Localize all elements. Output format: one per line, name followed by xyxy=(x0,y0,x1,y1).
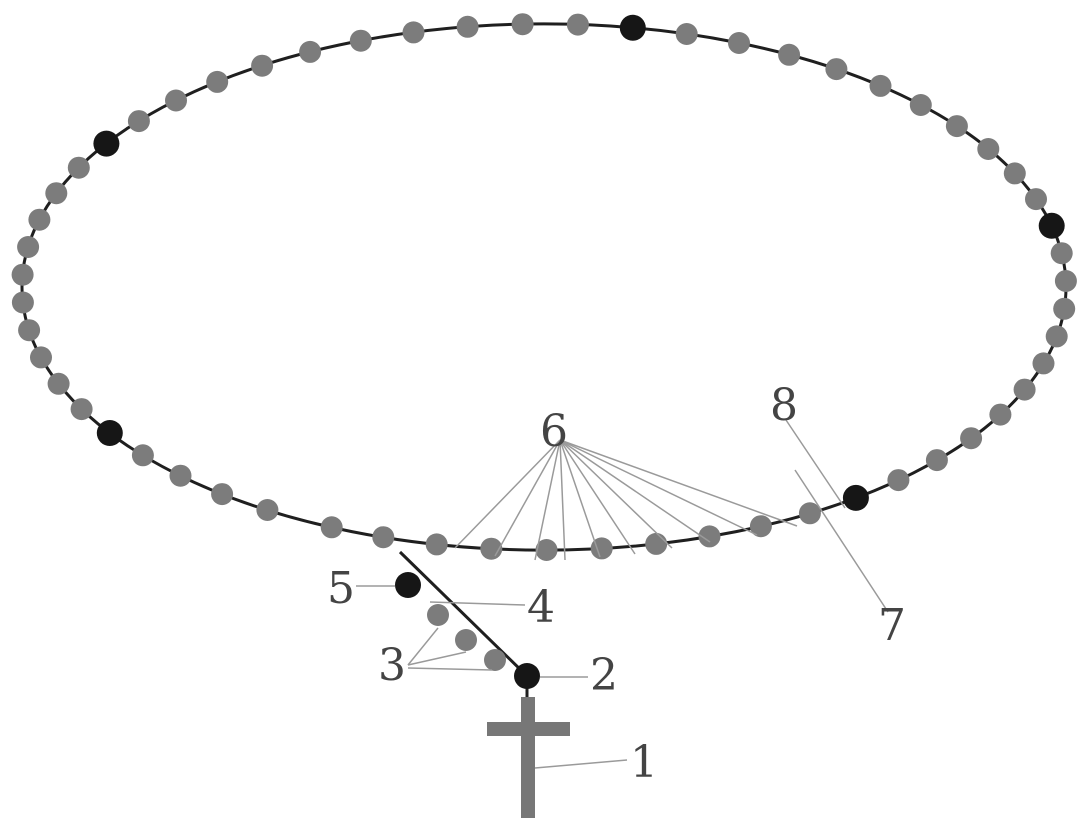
label-small-beads: 3 xyxy=(378,640,406,691)
pendant-large-bead-upper xyxy=(395,572,421,598)
leader-lines xyxy=(356,420,888,768)
label-decade-beads: 6 xyxy=(540,406,568,457)
label-large-bead-upper: 5 xyxy=(327,563,355,614)
loop-small-bead xyxy=(1053,298,1075,320)
loop-small-bead xyxy=(1051,242,1073,264)
loop-small-bead xyxy=(12,292,34,314)
loop-small-bead xyxy=(1046,325,1068,347)
pendant-large-bead-lower xyxy=(514,663,540,689)
loop-small-bead xyxy=(68,157,90,179)
loop-small-bead xyxy=(567,14,589,36)
loop-small-bead xyxy=(170,465,192,487)
leader-decade-bead xyxy=(560,440,565,560)
loop-small-bead xyxy=(211,483,233,505)
cross-icon xyxy=(487,697,570,818)
loop-small-bead xyxy=(403,21,425,43)
loop-small-bead xyxy=(372,526,394,548)
loop-small-bead xyxy=(1004,162,1026,184)
label-thread: 7 xyxy=(878,600,906,651)
rosary-loop xyxy=(12,13,1077,561)
leader-decade-bead xyxy=(560,440,757,535)
loop-small-bead xyxy=(18,319,40,341)
loop-small-bead xyxy=(48,373,70,395)
loop-small-bead xyxy=(71,398,93,420)
loop-small-bead xyxy=(165,90,187,112)
loop-small-bead xyxy=(45,182,67,204)
loop-small-bead xyxy=(1014,379,1036,401)
loop-small-bead xyxy=(1055,270,1077,292)
loop-small-bead xyxy=(825,58,847,80)
label-large-bead-lower: 2 xyxy=(590,650,618,701)
loop-small-bead xyxy=(206,71,228,93)
loop-small-bead xyxy=(251,55,273,77)
loop-small-bead xyxy=(512,13,534,35)
label-center-junction: 4 xyxy=(527,582,555,633)
leader-decade-bead xyxy=(560,440,600,557)
loop-small-bead xyxy=(12,264,34,286)
loop-large-bead xyxy=(843,485,869,511)
loop-small-bead xyxy=(728,32,750,54)
loop-large-bead xyxy=(93,131,119,157)
leader-decade-bead xyxy=(495,440,560,556)
leader-decade-bead xyxy=(560,440,672,548)
pendant-beads xyxy=(395,572,540,689)
leader-large-bead-loop xyxy=(786,420,845,508)
loop-small-bead xyxy=(1025,188,1047,210)
loop-small-bead xyxy=(946,115,968,137)
loop-small-bead xyxy=(321,516,343,538)
loop-small-bead xyxy=(30,346,52,368)
loop-small-bead xyxy=(870,75,892,97)
loop-small-bead xyxy=(299,41,321,63)
label-large-bead-loop: 8 xyxy=(770,380,798,431)
loop-small-bead xyxy=(977,138,999,160)
loop-large-bead xyxy=(97,420,123,446)
loop-small-bead xyxy=(778,44,800,66)
label-cross: 1 xyxy=(630,737,658,788)
loop-small-bead xyxy=(426,533,448,555)
loop-small-bead xyxy=(1033,352,1055,374)
loop-small-bead xyxy=(350,30,372,52)
loop-small-bead xyxy=(645,533,667,555)
loop-small-bead xyxy=(17,236,39,258)
leader-cross xyxy=(535,760,627,768)
loop-large-bead xyxy=(1039,213,1065,239)
leader-center-junction xyxy=(430,602,525,605)
loop-small-bead xyxy=(132,444,154,466)
leader-small-beads xyxy=(408,668,492,670)
loop-beads xyxy=(12,13,1077,561)
pendant-small-bead xyxy=(427,604,449,626)
loop-small-bead xyxy=(910,94,932,116)
cross-horizontal-bar xyxy=(487,722,570,736)
loop-small-bead xyxy=(960,427,982,449)
pendant-string xyxy=(400,552,527,676)
leader-decade-bead xyxy=(560,440,710,542)
loop-large-bead xyxy=(620,15,646,41)
loop-small-bead xyxy=(28,209,50,231)
loop-small-bead xyxy=(989,404,1011,426)
cross-vertical-bar xyxy=(521,697,535,818)
loop-small-bead xyxy=(457,16,479,38)
leader-decade-bead xyxy=(560,440,797,526)
loop-small-bead xyxy=(926,449,948,471)
loop-small-bead xyxy=(676,23,698,45)
pendant-small-bead xyxy=(484,649,506,671)
leader-decade-bead xyxy=(560,440,635,554)
loop-small-bead xyxy=(256,499,278,521)
loop-small-bead xyxy=(887,469,909,491)
loop-small-bead xyxy=(128,110,150,132)
pendant-small-bead xyxy=(455,629,477,651)
